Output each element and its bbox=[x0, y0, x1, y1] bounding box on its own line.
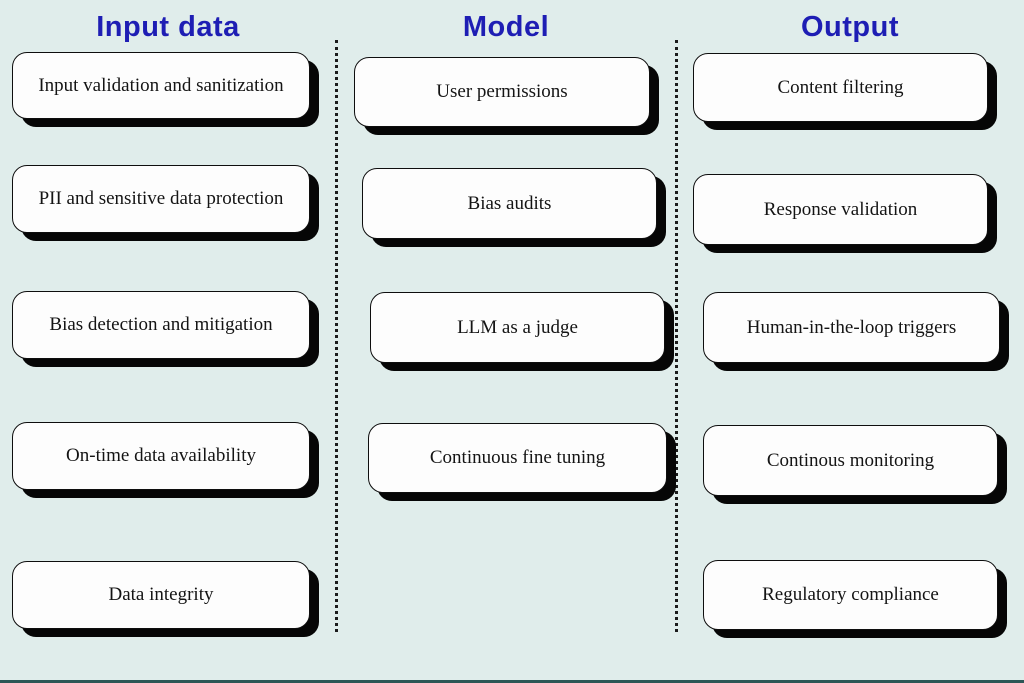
node-pii-and-sensitive-data-protection: PII and sensitive data protection bbox=[12, 165, 310, 233]
node-human-in-the-loop-triggers: Human-in-the-loop triggers bbox=[703, 292, 1000, 363]
column-header-model: Model bbox=[462, 10, 550, 43]
column-divider-left bbox=[335, 40, 338, 632]
column-header-input-data: Input data bbox=[96, 10, 240, 43]
node-response-validation: Response validation bbox=[693, 174, 988, 245]
node-bias-detection-and-mitigation: Bias detection and mitigation bbox=[12, 291, 310, 359]
node-on-time-data-availability: On-time data availability bbox=[12, 422, 310, 490]
node-continous-monitoring: Continous monitoring bbox=[703, 425, 998, 496]
node-bias-audits: Bias audits bbox=[362, 168, 657, 239]
column-divider-right bbox=[675, 40, 678, 632]
node-regulatory-compliance: Regulatory compliance bbox=[703, 560, 998, 630]
node-data-integrity: Data integrity bbox=[12, 561, 310, 629]
node-continuous-fine-tuning: Continuous fine tuning bbox=[368, 423, 667, 493]
node-user-permissions: User permissions bbox=[354, 57, 650, 127]
bottom-edge-bar bbox=[0, 680, 1024, 683]
column-header-output: Output bbox=[800, 10, 899, 43]
node-llm-as-a-judge: LLM as a judge bbox=[370, 292, 665, 363]
node-content-filtering: Content filtering bbox=[693, 53, 988, 122]
node-input-validation-and-sanitization: Input validation and sanitization bbox=[12, 52, 310, 119]
